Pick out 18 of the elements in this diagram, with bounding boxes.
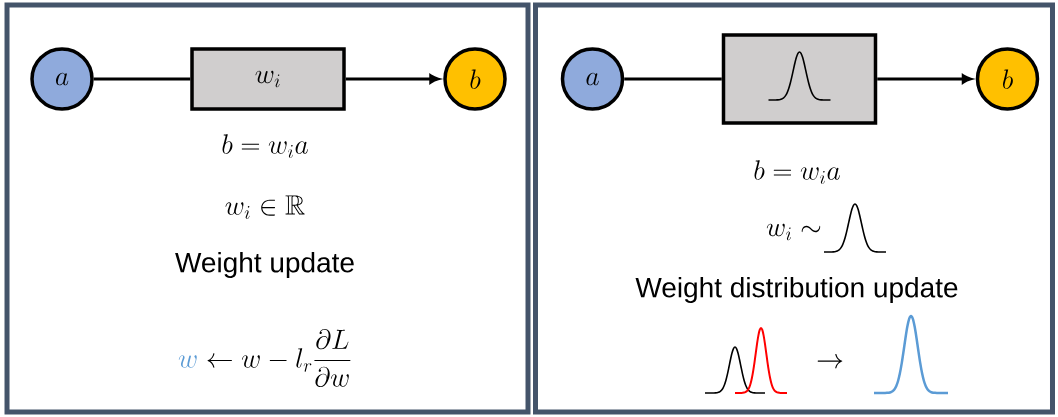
caption-text: Weight update [175, 251, 354, 279]
circle-node: $a$ [560, 47, 625, 111]
circle-node: $a$ [30, 47, 94, 111]
caption-text: Weight distribution update [635, 276, 958, 304]
arrow [877, 74, 973, 84]
equation: ${\color[HTML]{5B9BD5}w} \leftarrow w - l_r \frac{\partial L}{\partial w}$ [178, 329, 351, 387]
arrow [345, 74, 440, 84]
equation: $w_i \in \mathbb{R}$ [225, 195, 305, 219]
circle-node: $b$ [975, 47, 1040, 111]
panel-frame [4, 2, 531, 415]
equation: $b = w_i a$ [754, 160, 840, 184]
equation: $\rightarrow$ [817, 353, 843, 369]
panel-frame [533, 2, 1055, 415]
circle-node: $b$ [443, 47, 507, 111]
distribution-box [721, 33, 878, 125]
weight-box: $w_i$ [190, 47, 346, 111]
equation: $w_i \sim$ [766, 223, 821, 241]
equation: $b = w_i a$ [222, 134, 308, 158]
